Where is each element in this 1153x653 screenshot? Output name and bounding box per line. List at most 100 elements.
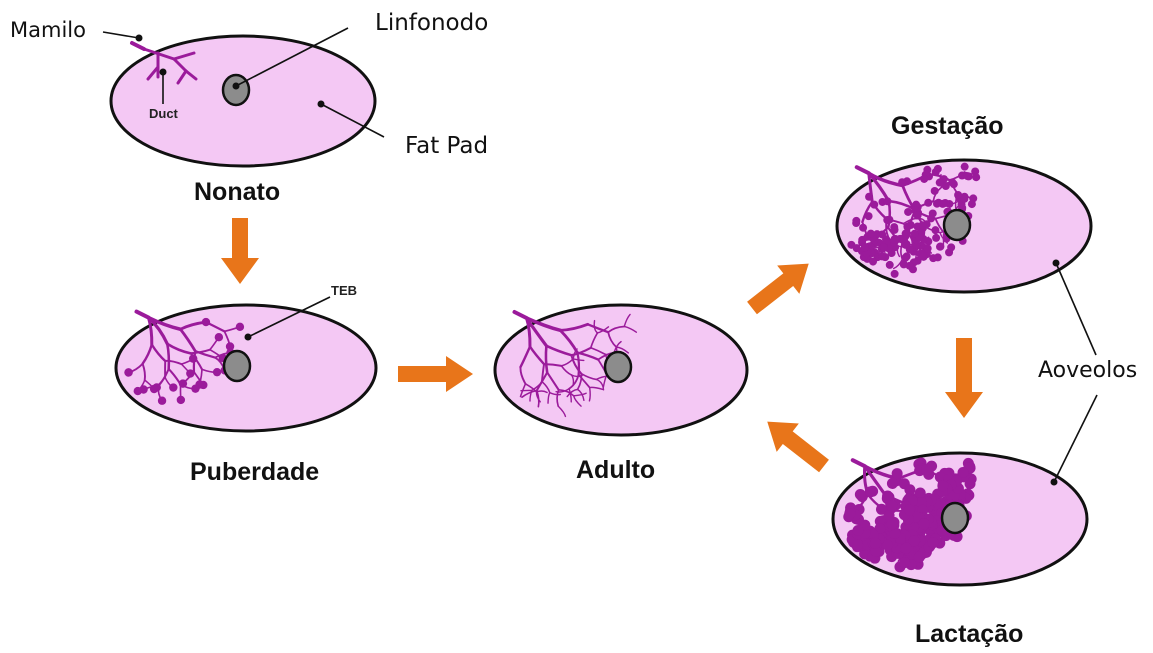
alveolus xyxy=(904,504,915,515)
terminal-end-bud xyxy=(124,368,132,376)
alveolus xyxy=(899,557,910,568)
alveolus xyxy=(901,254,909,262)
alveolus xyxy=(931,187,939,195)
mamilo-dot xyxy=(136,35,143,42)
alveolus xyxy=(865,193,873,201)
alveolus xyxy=(870,201,878,209)
nipple-duct xyxy=(515,312,527,318)
alveolus xyxy=(844,509,855,520)
alveolus xyxy=(907,221,915,229)
terminal-end-bud xyxy=(177,396,185,404)
stage-title-nonato: Nonato xyxy=(194,178,280,207)
alveolus xyxy=(852,525,863,536)
lymph-node xyxy=(605,352,631,382)
duct-branch xyxy=(589,388,590,401)
terminal-end-bud xyxy=(150,385,158,393)
label-fat-pad: Fat Pad xyxy=(405,133,488,159)
alveolus xyxy=(960,195,968,203)
alveolus xyxy=(928,537,939,548)
nipple-duct xyxy=(857,167,869,173)
alveolus xyxy=(924,244,932,252)
arrow-puberdade-to-adulto xyxy=(398,356,473,392)
alveolus xyxy=(886,500,897,511)
terminal-end-bud xyxy=(179,379,187,387)
terminal-end-bud xyxy=(191,384,199,392)
aoveolos-pointer-line-top xyxy=(1056,263,1096,355)
label-duct: Duct xyxy=(149,106,178,121)
alveolus xyxy=(855,489,866,500)
alveolus xyxy=(861,244,869,252)
nipple-duct xyxy=(853,460,865,466)
teb-dot xyxy=(245,334,252,341)
alveolus xyxy=(961,163,969,171)
alveolus xyxy=(865,486,876,497)
terminal-end-bud xyxy=(202,318,210,326)
alveolus xyxy=(963,172,971,180)
alveolus xyxy=(934,165,942,173)
aoveolos-dot-gestacao xyxy=(1053,260,1060,267)
arrow-gestacao-to-lactacao xyxy=(945,338,983,418)
puberdade-gland xyxy=(116,305,376,431)
nipple-duct xyxy=(132,43,144,49)
terminal-end-bud xyxy=(186,369,194,377)
nonato-gland xyxy=(111,36,375,166)
adulto-gland xyxy=(495,305,747,435)
alveolus xyxy=(870,538,881,549)
terminal-end-bud xyxy=(236,323,244,331)
alveolus xyxy=(920,253,928,261)
alveolus xyxy=(869,258,877,266)
alveolus xyxy=(853,244,861,252)
alveolus xyxy=(920,175,928,183)
alveolus xyxy=(891,270,899,278)
alveolus xyxy=(867,230,875,238)
alveolus xyxy=(972,173,980,181)
stage-title-lactacao: Lactação xyxy=(915,620,1023,649)
alveolus xyxy=(891,226,899,234)
mamilo-pointer-line xyxy=(103,32,139,38)
linfonodo-dot xyxy=(233,83,240,90)
alveolus xyxy=(950,180,958,188)
alveolus xyxy=(892,468,903,479)
duct-dot xyxy=(160,69,167,76)
alveolus xyxy=(929,209,937,217)
alveolus xyxy=(936,243,944,251)
arrow-lactacao-to-adulto xyxy=(756,407,835,480)
gestacao-gland xyxy=(837,160,1091,292)
terminal-end-bud xyxy=(215,333,223,341)
alveolus xyxy=(878,252,886,260)
alveolus xyxy=(931,226,939,234)
alveolus xyxy=(898,178,906,186)
alveolus xyxy=(891,236,899,244)
alveolus xyxy=(901,240,909,248)
alveolus xyxy=(859,224,867,232)
stage-title-adulto: Adulto xyxy=(576,456,655,485)
alveolus xyxy=(914,211,922,219)
lymph-node xyxy=(224,351,250,381)
alveolus xyxy=(933,200,941,208)
alveolus xyxy=(883,216,891,224)
alveolus xyxy=(880,243,888,251)
alveolus xyxy=(904,208,912,216)
terminal-end-bud xyxy=(158,397,166,405)
alveolus xyxy=(968,200,976,208)
stage-title-gestacao: Gestação xyxy=(891,112,1004,141)
alveolus xyxy=(932,234,940,242)
duct-branch xyxy=(546,346,547,373)
stage-title-puberdade: Puberdade xyxy=(190,458,319,487)
terminal-end-bud xyxy=(189,354,197,362)
label-mamilo: Mamilo xyxy=(10,18,86,42)
alveolus xyxy=(852,539,863,550)
arrow-adulto-to-gestacao xyxy=(741,249,820,322)
alveolus xyxy=(924,199,932,207)
alveolus xyxy=(918,221,926,229)
alveolus xyxy=(947,243,955,251)
aoveolos-pointer-line-bottom xyxy=(1054,395,1097,482)
terminal-end-bud xyxy=(134,387,142,395)
alveolus xyxy=(865,212,873,220)
nipple-duct xyxy=(137,312,149,318)
alveolus xyxy=(934,253,942,261)
label-teb: TEB xyxy=(331,283,357,298)
alveolus xyxy=(937,480,948,491)
alveolus xyxy=(852,217,860,225)
lymph-node xyxy=(942,503,968,533)
